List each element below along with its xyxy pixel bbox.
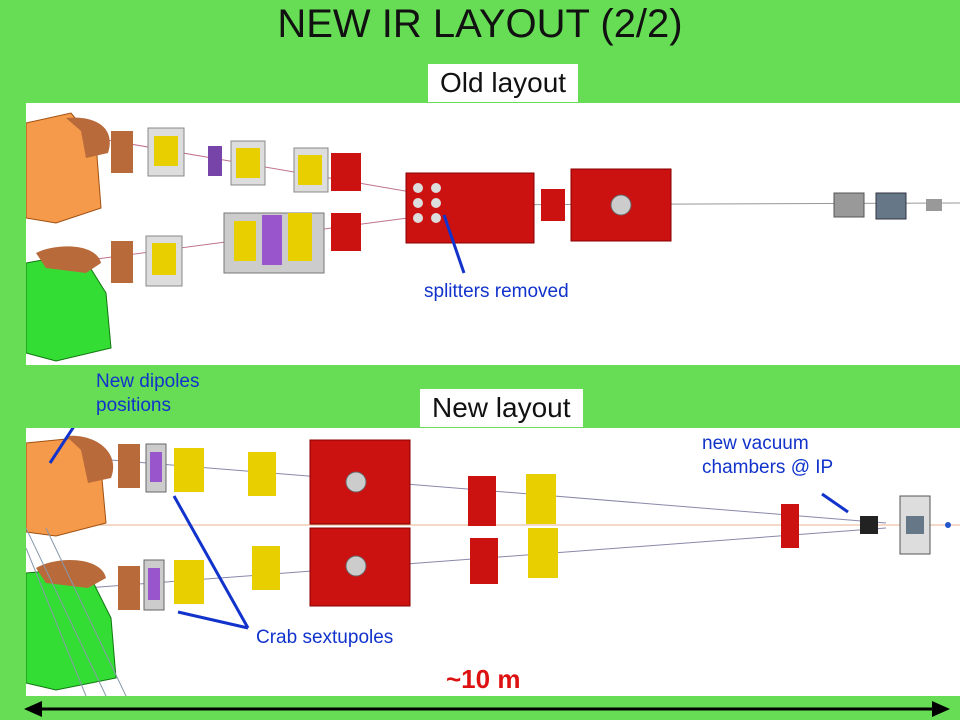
new-green-dipole [26,559,117,691]
new-orange-dipole [26,435,114,537]
old-orange-dipole [26,112,110,224]
old-green-dipole [26,246,112,362]
splitters-annotation: splitters removed [424,281,569,302]
old-vacuum-elements [833,192,942,220]
vacuum-annotation-line1: new vacuum [702,433,809,454]
new-arrows [48,428,849,630]
dipoles-annotation-line1: New dipoles [96,371,200,392]
crab-annotation: Crab sextupoles [256,627,394,648]
old-upper-quads [111,127,361,193]
splitters-arrow [442,214,466,274]
new-upper-quads [118,439,556,526]
slide-title: NEW IR LAYOUT (2/2) [277,2,683,46]
dipoles-annotation-line2: positions [96,395,171,416]
new-layout-panel [26,428,960,696]
old-lower-quads [111,212,361,287]
old-large-magnet [570,168,672,242]
new-lower-quads [118,527,558,611]
vacuum-annotation: new vacuum chambers @ IP [702,432,833,480]
old-layout-label: Old layout [428,64,579,102]
vacuum-annotation-line2: chambers @ IP [702,457,834,478]
scale-label: ~10 m [446,664,521,694]
old-layout-panel [26,103,960,365]
new-ip-elements [781,495,951,555]
dipoles-annotation: New dipoles positions [96,370,200,418]
old-splitter-block [405,172,565,244]
new-fan-lines [26,527,127,696]
new-layout-label: New layout [420,389,583,427]
